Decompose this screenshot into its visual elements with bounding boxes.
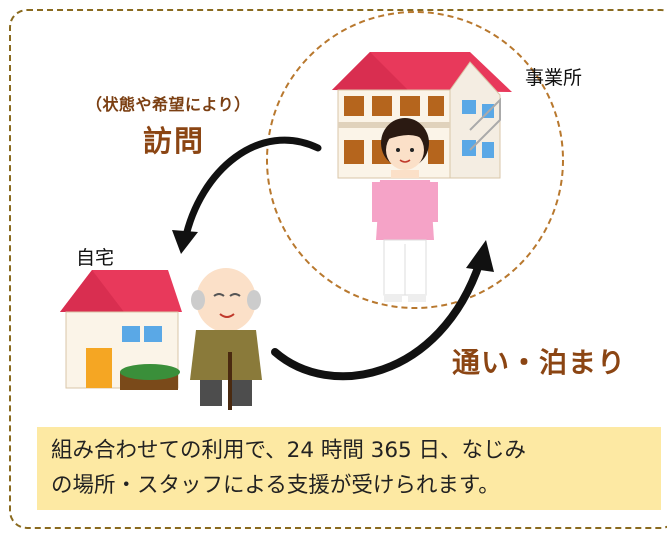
home-label: 自宅: [76, 247, 115, 269]
visit-condition-label: （状態や希望により）: [86, 95, 251, 114]
caption-line-1: 組み合わせての利用で、24 時間 365 日、なじみ: [51, 438, 527, 463]
caption-line-2: の場所・スタッフによる支援が受けられます。: [51, 473, 500, 498]
office-label: 事業所: [525, 67, 583, 89]
elderly-man-icon: [190, 268, 262, 410]
caption-box: 組み合わせての利用で、24 時間 365 日、なじみ の場所・スタッフによる支援…: [37, 427, 661, 510]
commute-arrow-icon: [271, 240, 494, 381]
office-building-icon: [332, 52, 512, 179]
commute-stay-label: 通い・泊まり: [452, 346, 627, 379]
visit-arrow-icon: [172, 136, 322, 254]
office-circle: [266, 11, 564, 309]
house-icon: [60, 270, 182, 390]
care-staff-icon: [372, 118, 438, 302]
dashed-frame: [9, 9, 667, 529]
visit-label: 訪問: [143, 124, 206, 158]
